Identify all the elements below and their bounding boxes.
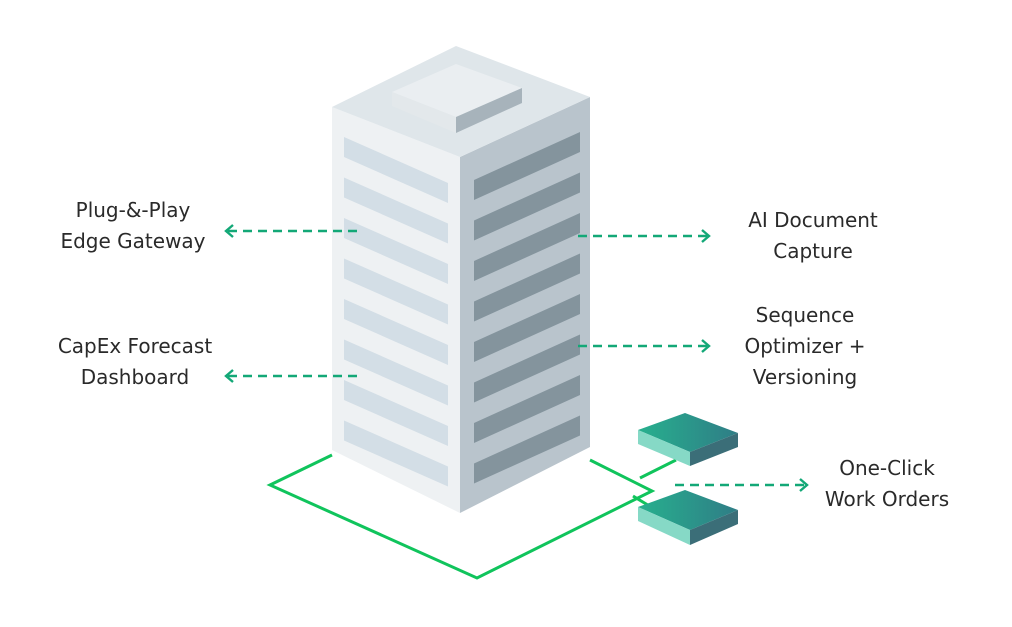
window-strip xyxy=(474,294,580,362)
building-left-face xyxy=(332,107,460,513)
window-strip xyxy=(344,339,448,406)
window-strip xyxy=(344,177,448,244)
device-tile-top xyxy=(638,413,738,466)
window-strip xyxy=(344,218,448,284)
label-sequence-optimizer: Sequence Optimizer + Versioning xyxy=(744,300,865,393)
window-strip xyxy=(344,137,448,203)
window-strip xyxy=(474,172,580,241)
window-strip xyxy=(474,253,580,322)
label-line: AI Document xyxy=(748,208,878,232)
roof-unit-right xyxy=(456,88,522,133)
window-strip xyxy=(344,420,448,487)
window-strip xyxy=(474,132,580,200)
roof-unit-left xyxy=(392,92,456,133)
label-line: Work Orders xyxy=(824,487,950,511)
label-line: Capture xyxy=(773,239,853,263)
label-line: Sequence xyxy=(755,303,855,327)
right-windows xyxy=(474,132,580,484)
window-strip xyxy=(344,258,448,325)
window-strip xyxy=(344,380,448,446)
label-line: Edge Gateway xyxy=(60,229,206,253)
label-line: Versioning xyxy=(752,365,858,389)
window-strip xyxy=(474,334,580,403)
label-line: Optimizer + xyxy=(744,334,866,358)
window-strip xyxy=(474,375,580,443)
label-work-orders: One-Click Work Orders xyxy=(825,453,949,515)
left-windows xyxy=(344,137,448,487)
device-tile-bottom xyxy=(638,490,738,545)
label-capex-dashboard: CapEx Forecast Dashboard xyxy=(58,331,212,393)
label-line: One-Click xyxy=(839,456,935,480)
window-strip xyxy=(344,299,448,365)
label-edge-gateway: Plug-&-Play Edge Gateway xyxy=(60,195,205,257)
label-line: CapEx Forecast xyxy=(57,334,213,358)
building xyxy=(332,46,590,513)
label-ai-capture: AI Document Capture xyxy=(748,205,878,267)
window-strip xyxy=(474,213,580,281)
label-line: Plug-&-Play xyxy=(75,198,191,222)
window-strip xyxy=(474,415,580,484)
label-line: Dashboard xyxy=(80,365,190,389)
roof-unit-top xyxy=(392,64,522,117)
